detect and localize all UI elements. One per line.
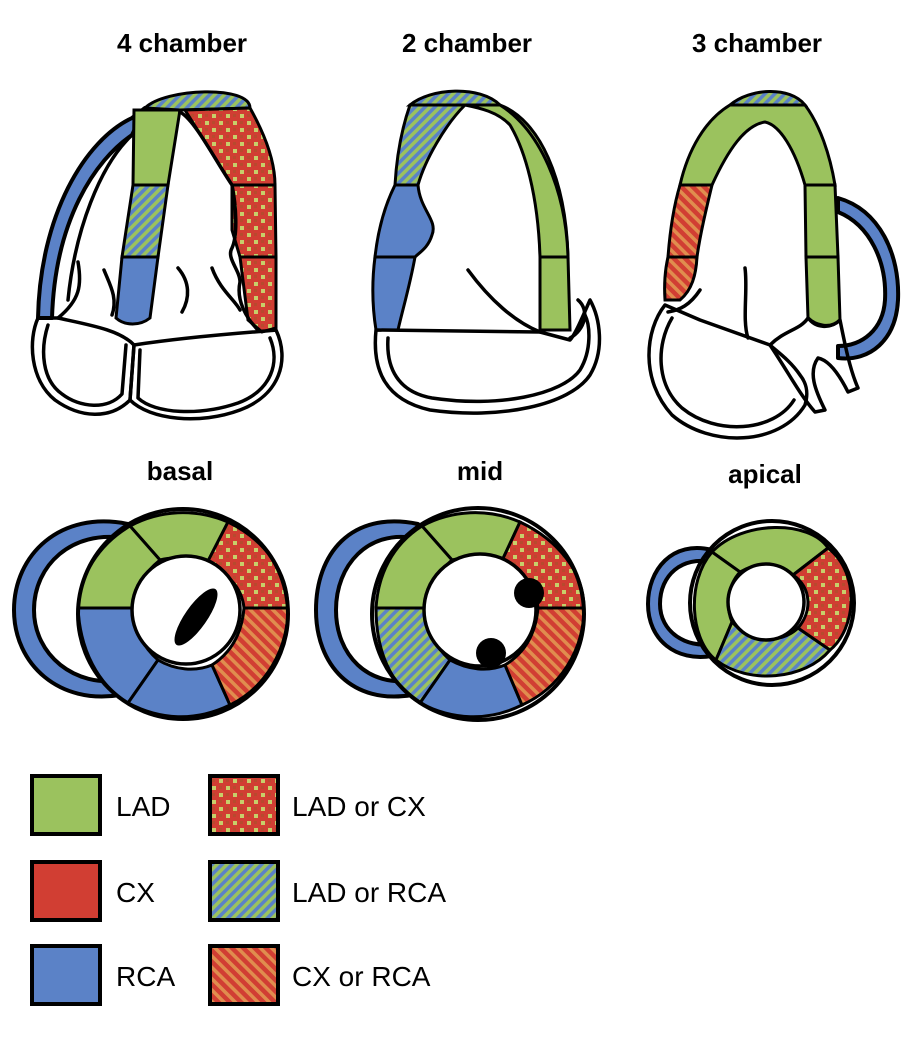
legend-label-cx: CX xyxy=(116,877,155,908)
tricuspid-leaflets xyxy=(56,260,116,320)
lv-outer-apical xyxy=(688,519,856,687)
left-atrium-3ch xyxy=(647,303,809,440)
legend-label-lad-or-cx: LAD or CX xyxy=(292,791,426,822)
inferior-apical-2ch xyxy=(393,103,469,187)
legend-swatch-cx-or-rca xyxy=(208,944,280,1006)
legend-swatch-lad-or-cx xyxy=(208,774,280,836)
right-atrium-4ch xyxy=(30,316,136,416)
lv-cavity-mid xyxy=(422,552,538,668)
title-apical: apical xyxy=(728,459,802,489)
septal-mid-3ch xyxy=(803,183,840,259)
septum-apical-4ch xyxy=(131,108,182,187)
title-basal: basal xyxy=(147,456,214,486)
legend-label-cx-or-rca: CX or RCA xyxy=(292,961,431,992)
basal-short-axis xyxy=(12,507,290,721)
lateral-apical-4ch xyxy=(182,106,277,187)
four-chamber-view xyxy=(30,90,284,421)
papillary-muscle-posteromedial xyxy=(476,638,506,668)
lv-outer-basal xyxy=(76,507,290,721)
papillary-muscle-anterolateral xyxy=(514,578,544,608)
mitral-leaflet-3ch xyxy=(666,288,702,314)
anterior-basal-2ch xyxy=(538,255,572,332)
lateral-basal-4ch xyxy=(238,255,278,334)
title-3-chamber: 3 chamber xyxy=(692,28,822,58)
inferolateral-mid-3ch xyxy=(666,183,714,259)
legend-swatch-lad-or-rca xyxy=(208,860,280,922)
mitral-valve-basal xyxy=(174,588,218,646)
three-chamber-view xyxy=(647,90,901,440)
title-2-chamber: 2 chamber xyxy=(402,28,532,58)
lv-cavity-apical xyxy=(726,562,806,642)
lateral-mid-4ch xyxy=(230,183,278,259)
lv-cavity-basal xyxy=(130,554,242,666)
inferior-mid-2ch xyxy=(373,183,435,259)
title-4-chamber: 4 chamber xyxy=(117,28,247,58)
left-atrium-inner-4ch xyxy=(136,336,276,414)
mid-short-axis xyxy=(314,506,586,722)
anterior-wall-2ch xyxy=(464,103,570,259)
legend-label-rca: RCA xyxy=(116,961,175,992)
mitral-leaflets-4ch xyxy=(176,266,242,314)
legend-swatch-cx xyxy=(30,860,102,922)
title-mid: mid xyxy=(457,456,503,486)
lateral-apical xyxy=(790,546,853,652)
lv-outer-mid xyxy=(370,506,586,722)
anterior-cap-2ch xyxy=(405,89,504,107)
apex-cap-3ch xyxy=(725,90,809,107)
aortic-leaflet-3ch xyxy=(743,266,750,340)
left-atrium-inner-2ch xyxy=(386,313,591,404)
inferolateral-basal-3ch xyxy=(663,255,699,302)
septum-basal-4ch xyxy=(114,255,160,326)
legend-swatch-lad xyxy=(30,774,102,836)
rv-inner-4ch xyxy=(66,133,134,302)
septum-mid-4ch xyxy=(120,183,170,259)
legend-label-lad-or-rca: LAD or RCA xyxy=(292,877,446,908)
right-atrium-inner-4ch xyxy=(41,323,128,407)
left-atrium-inner-3ch xyxy=(659,316,796,429)
apical-wall-3ch xyxy=(678,103,837,187)
legend-swatch-rca xyxy=(30,944,102,1006)
apical-short-axis xyxy=(646,519,856,687)
inferior-basal-2ch xyxy=(371,255,417,332)
legend-label-lad: LAD xyxy=(116,791,170,822)
left-atrium-4ch xyxy=(128,328,284,421)
septal-basal-3ch xyxy=(804,255,842,328)
legend: LAD CX RCA LAD or CX LAD or RCA CX or RC… xyxy=(30,774,446,1006)
two-chamber-view xyxy=(371,89,602,415)
rv-wall-3ch xyxy=(836,196,901,361)
lv-cavity-4ch xyxy=(178,110,260,332)
aorta-3ch xyxy=(768,316,860,414)
